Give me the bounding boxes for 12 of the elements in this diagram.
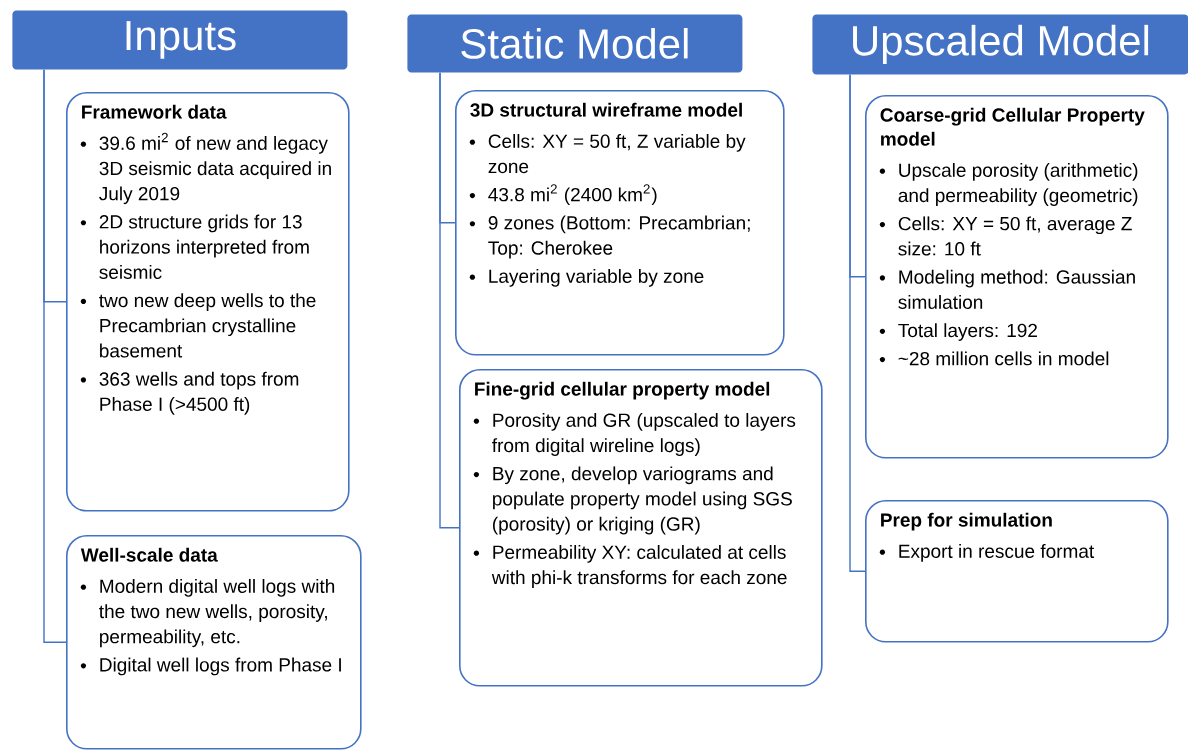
connector-line (43, 69, 67, 643)
info-card: Well-scale data Modern digital well logs with the two new wells, porosity, permeability, etc. Digital well logs from Phase I (66, 535, 362, 750)
section-header: Inputs (12, 10, 348, 70)
info-card: Fine-grid cellular property model Porosity and GR (upscaled to layers from digital wireline logs) By zone, develop variograms and populate property model using SGS (porosity) or kriging (GR) Permeability XY: calculated at cells with phi-k transforms for each zone (459, 369, 823, 687)
info-card: Framework data 39.6 mi$^{2}$ of new and legacy 3D seismic data acquired in July 2019 2D structure grids for 13 horizons interpreted from seismic two new deep wells to the Precambrian crystalline basement 363 wells and tops from Phase I (>4500 ft) (66, 92, 350, 512)
info-card: Coarse-grid Cellular Property model Upscale porosity (arithmetic) and permeability (geometric) Cells: XY = 50 ft, average Z size: 10 ft Modeling method: Gaussian simulation Total layers: 192 ~28 million cells in model (865, 95, 1169, 459)
section-header: Upscaled Model (812, 14, 1188, 75)
info-card: 3D structural wireframe model Cells: XY = 50 ft, Z variable by zone 43.8 mi$^{2}$ (2400 km$^{2}$) 9 zones (Bottom: Precambrian; Top: Cherokee Layering variable by zone (455, 90, 785, 356)
info-card: Prep for simulation Export in rescue format (865, 500, 1169, 643)
section-header: Static Model (407, 14, 743, 73)
connector-line (849, 74, 866, 572)
connector-line (439, 72, 460, 529)
